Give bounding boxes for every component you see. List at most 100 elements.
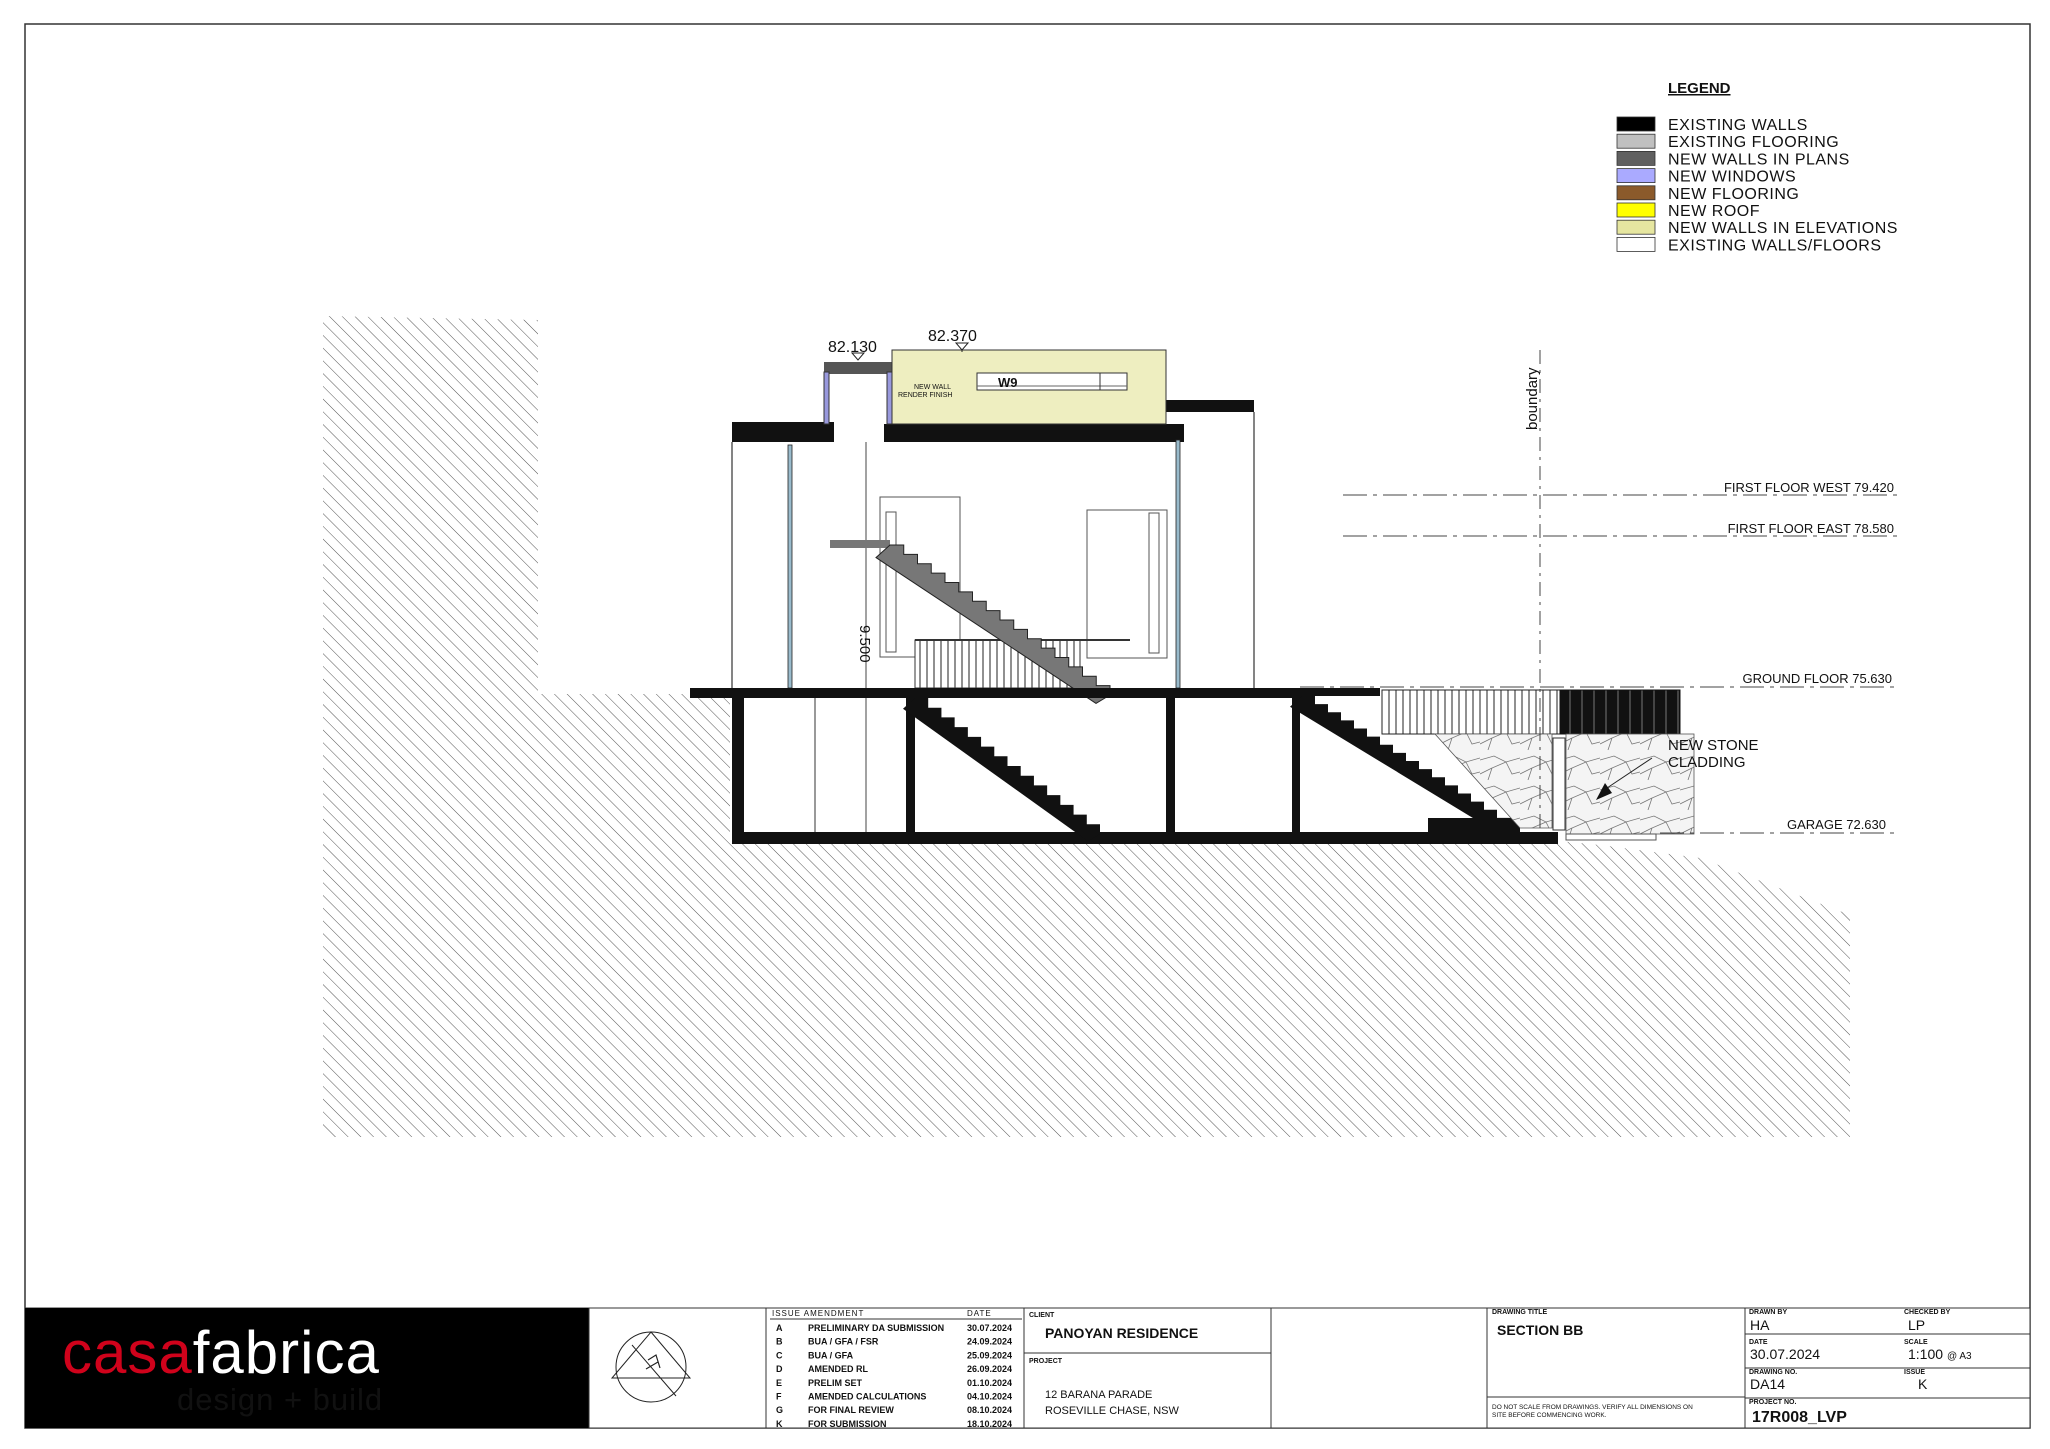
issue-date: 30.07.2024: [967, 1323, 1012, 1333]
brand-tagline: design + build: [177, 1382, 383, 1417]
basement-wall-mid1: [906, 698, 915, 840]
issue-date: 24.09.2024: [967, 1337, 1012, 1347]
issue-date: 04.10.2024: [967, 1392, 1012, 1402]
window-east: [1175, 439, 1181, 689]
legend-label: NEW WALLS IN PLANS: [1668, 151, 1850, 168]
legend-label: EXISTING FLOORING: [1668, 134, 1839, 151]
scale: 1:100: [1908, 1346, 1943, 1362]
logo-panel: [25, 1308, 589, 1428]
legend-item: NEW WINDOWS: [1616, 168, 1796, 186]
legend-item: EXISTING WALLS/FLOORS: [1616, 236, 1882, 254]
rl-parapet-marker: [850, 352, 866, 361]
drawing-no: DA14: [1750, 1376, 1785, 1392]
date-label: DATE: [1749, 1339, 1768, 1346]
checked-by-label: CHECKED BY: [1904, 1309, 1951, 1316]
legend-label: NEW WALLS IN ELEVATIONS: [1668, 220, 1898, 237]
stone-note-1: NEW STONE: [1668, 737, 1759, 754]
legend-item: NEW ROOF: [1616, 202, 1760, 220]
drawing-no-label: DRAWING NO.: [1749, 1369, 1797, 1376]
project-no: 17R008_LVP: [1752, 1409, 1847, 1426]
stone-cladding-left: [1434, 733, 1553, 829]
legend-swatch: [1616, 185, 1656, 201]
issue-header: ISSUE AMENDMENT: [772, 1309, 864, 1318]
rl-parapet: 82.130: [828, 339, 877, 356]
legend-title: LEGEND: [1668, 80, 1731, 97]
scale-value: 1:100 @ A3: [1908, 1346, 1972, 1362]
issue-date: 08.10.2024: [967, 1405, 1012, 1415]
drawn-by-label: DRAWN BY: [1749, 1309, 1787, 1316]
issue-code: G: [776, 1405, 783, 1415]
cladding-post: [1552, 737, 1566, 831]
garage-kerb: [1565, 833, 1657, 841]
drawing-title: SECTION BB: [1497, 1322, 1583, 1338]
parapet-cap: [824, 362, 892, 374]
legend-swatch: [1616, 236, 1656, 252]
basement-wall-mid2: [1166, 698, 1175, 840]
issue-label: ISSUE: [1904, 1369, 1925, 1376]
stair-landing: [830, 540, 890, 548]
basement-slab: [732, 832, 1558, 844]
issue-date: 26.09.2024: [967, 1364, 1012, 1374]
legend-swatch: [1616, 116, 1656, 132]
legend-swatch: [1616, 133, 1656, 149]
legend-item: EXISTING FLOORING: [1616, 133, 1839, 151]
north-arrow-icon: [610, 1331, 692, 1403]
brand-logo: casafabrica: [62, 1319, 380, 1386]
issue-value: K: [1918, 1376, 1928, 1392]
stone-note-2: CLADDING: [1668, 754, 1746, 771]
drawn-by: HA: [1750, 1317, 1770, 1333]
scale-label: SCALE: [1904, 1339, 1928, 1346]
rl-top-marker: [954, 342, 970, 351]
issue-code: C: [776, 1350, 783, 1360]
fence-dark: [1559, 689, 1681, 735]
level-first-east: FIRST FLOOR EAST 78.580: [1728, 521, 1894, 536]
ground-hatch: [323, 316, 1850, 1137]
window-west: [787, 444, 793, 689]
legend-label: EXISTING WALLS: [1668, 117, 1808, 134]
rl-top: 82.370: [928, 328, 977, 345]
issue-code: A: [776, 1323, 783, 1333]
window-tag: W9: [998, 375, 1018, 390]
date-header: DATE: [967, 1309, 992, 1318]
terrain-hatch: [323, 316, 1850, 1137]
legend-item: NEW WALLS IN ELEVATIONS: [1616, 219, 1898, 237]
fence-light: [1381, 689, 1561, 735]
door-upper-right: [1086, 509, 1168, 659]
issue-text: PRELIMINARY DA SUBMISSION: [808, 1323, 944, 1333]
basement-wall-west: [732, 698, 744, 840]
ground-slab-west: [690, 688, 806, 698]
stone-cladding-right: [1565, 733, 1695, 835]
roof-slab-west: [732, 422, 834, 442]
door-upper-right-panel: [1148, 512, 1160, 654]
wall-note-2: RENDER FINISH: [898, 392, 952, 399]
level-first-west: FIRST FLOOR WEST 79.420: [1724, 480, 1894, 495]
stair-base: [1428, 818, 1520, 834]
ground-slab-main: [806, 688, 1306, 698]
project-label: PROJECT: [1029, 1358, 1063, 1365]
door-upper-left-panel: [885, 511, 897, 653]
legend-item: NEW WALLS IN PLANS: [1616, 150, 1850, 168]
issue-code: E: [776, 1378, 782, 1388]
issue-text: BUA / GFA / FSR: [808, 1337, 879, 1347]
issue-text: FOR FINAL REVIEW: [808, 1405, 894, 1415]
scale-sheet: @ A3: [1947, 1351, 1972, 1362]
checked-by: LP: [1908, 1317, 1925, 1333]
drawing-date: 30.07.2024: [1750, 1346, 1820, 1362]
stone-note-leader: [1603, 757, 1653, 791]
disclaimer-line-1: DO NOT SCALE FROM DRAWINGS. VERIFY ALL D…: [1492, 1404, 1693, 1411]
legend-swatch: [1616, 202, 1656, 218]
legend-label: NEW FLOORING: [1668, 186, 1799, 203]
lower-stair-east: [1290, 696, 1510, 834]
issue-text: BUA / GFA: [808, 1350, 854, 1360]
title-block: casafabrica design + build ISSUE AMENDME…: [24, 1307, 2031, 1429]
issue-code: D: [776, 1364, 783, 1374]
drawing-title-label: DRAWING TITLE: [1492, 1309, 1548, 1316]
upper-stair: [875, 544, 1111, 704]
legend-label: EXISTING WALLS/FLOORS: [1668, 237, 1882, 254]
wall-note-1: NEW WALL: [914, 384, 951, 391]
brand-part1: casa: [62, 1319, 193, 1386]
